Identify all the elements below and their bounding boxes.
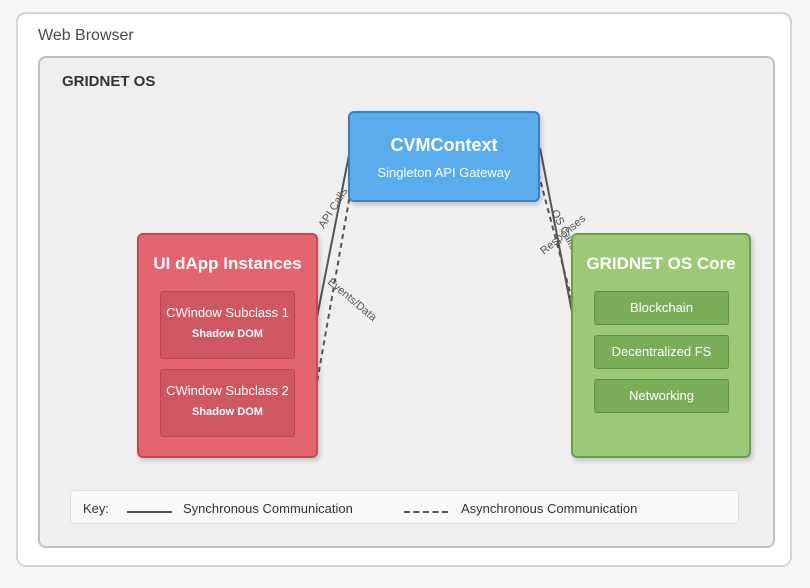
module-decentralized-fs: Decentralized FS [594,335,729,369]
cwindow-name: CWindow Subclass 2 [166,383,289,398]
async-line-sample [404,511,448,513]
key-sync-label: Synchronous Communication [183,501,353,516]
ui-dapp-title: UI dApp Instances [153,254,302,273]
gridnet-os-core-box: GRIDNET OS Core Blockchain Decentralized… [571,233,751,458]
cwindow-detail: Shadow DOM [192,328,263,340]
key-label: Key: [83,501,110,516]
sync-line-sample [127,511,172,513]
os-title: GRIDNET OS [62,73,156,90]
cwindow-subclass-2: CWindow Subclass 2 Shadow DOM [160,369,295,437]
cvmcontext-box: CVMContext Singleton API Gateway [348,111,540,202]
cvmcontext-subtitle: Singleton API Gateway [377,165,511,180]
browser-title: Web Browser [38,27,134,44]
module-blockchain: Blockchain [594,291,729,325]
cwindow-name: CWindow Subclass 1 [166,305,289,320]
key-async-label: Asynchronous Communication [461,501,638,516]
legend-key: Key: Synchronous Communication Asynchron… [70,490,739,524]
core-title: GRIDNET OS Core [586,254,736,273]
module-networking: Networking [594,379,729,413]
ui-dapp-instances-box: UI dApp Instances CWindow Subclass 1 Sha… [137,233,318,458]
cwindow-detail: Shadow DOM [192,406,263,418]
cvmcontext-title: CVMContext [390,135,498,155]
cwindow-subclass-1: CWindow Subclass 1 Shadow DOM [160,291,295,359]
